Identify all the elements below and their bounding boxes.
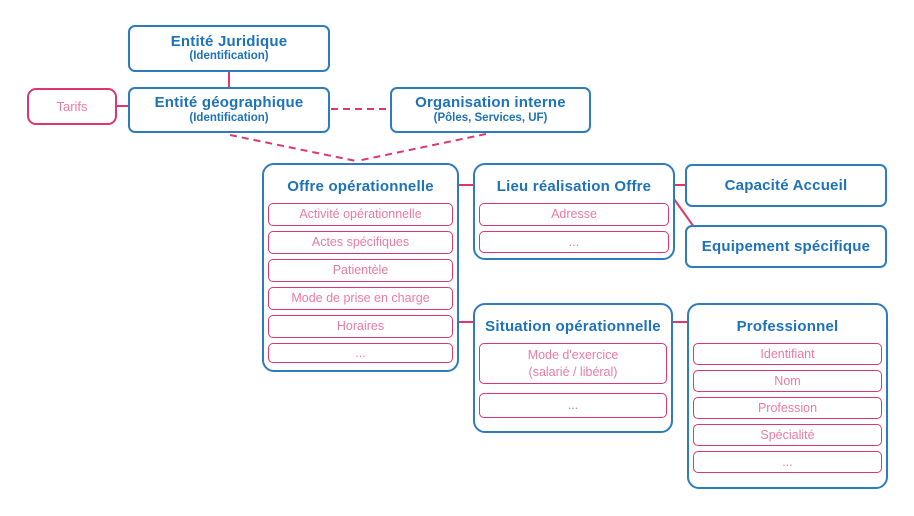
attribute-box: Identifiant: [693, 343, 882, 365]
node-title: Capacité Accueil: [724, 176, 848, 194]
node-label: Tarifs: [56, 99, 88, 114]
node-subtitle: (Identification): [189, 111, 269, 124]
attribute-box: Adresse: [479, 203, 669, 226]
attribute-box: Mode d'exercice (salarié / libéral): [479, 343, 667, 384]
node-situation-operationnelle: Situation opérationnelle Mode d'exercice…: [473, 303, 673, 433]
node-title: Offre opérationnelle: [287, 177, 434, 195]
attribute-box: Nom: [693, 370, 882, 392]
attribute-box: ...: [479, 231, 669, 253]
node-title: Entité Juridique: [170, 32, 288, 50]
connector-organisation-offre: [356, 133, 487, 162]
connector-lieu-equipement: [673, 198, 695, 228]
node-organisation-interne: Organisation interne (Pôles, Services, U…: [390, 87, 591, 133]
attribute-box: ...: [693, 451, 882, 473]
node-capacite-accueil: Capacité Accueil: [685, 164, 887, 207]
node-title: Organisation interne: [415, 94, 566, 112]
node-title: Situation opérationnelle: [485, 317, 661, 335]
node-title: Professionnel: [736, 317, 839, 335]
node-entite-geographique: Entité géographique (Identification): [128, 87, 330, 133]
node-title: Lieu réalisation Offre: [496, 177, 652, 195]
node-tarifs: Tarifs: [27, 88, 117, 125]
attribute-box: ...: [268, 343, 453, 363]
node-subtitle: (Identification): [189, 50, 269, 63]
node-professionnel: Professionnel Identifiant Nom Profession…: [687, 303, 888, 489]
node-equipement-specifique: Equipement spécifique: [685, 225, 887, 268]
attribute-box: Actes spécifiques: [268, 231, 453, 254]
attribute-box: ...: [479, 393, 667, 418]
attribute-box: Activité opérationnelle: [268, 203, 453, 226]
node-subtitle: (Pôles, Services, UF): [433, 111, 548, 124]
attribute-box: Patientèle: [268, 259, 453, 282]
attribute-box: Spécialité: [693, 424, 882, 446]
attribute-box: Mode de prise en charge: [268, 287, 453, 310]
attribute-box: Profession: [693, 397, 882, 419]
attribute-box: Horaires: [268, 315, 453, 338]
node-offre-operationnelle: Offre opérationnelle Activité opérationn…: [262, 163, 459, 372]
node-entite-juridique: Entité Juridique (Identification): [128, 25, 330, 72]
node-title: Entité géographique: [154, 94, 304, 112]
node-lieu-realisation-offre: Lieu réalisation Offre Adresse ...: [473, 163, 675, 260]
node-title: Equipement spécifique: [701, 237, 871, 255]
connector-geographique-offre: [229, 134, 357, 162]
